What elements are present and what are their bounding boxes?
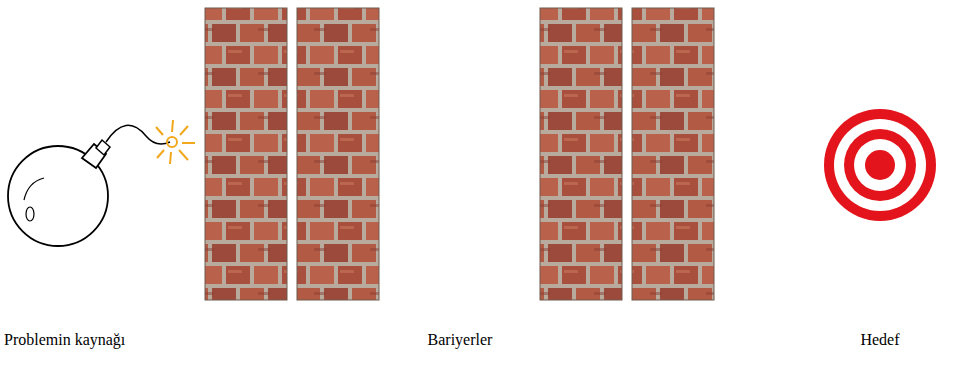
bomb-illustration: [8, 120, 195, 246]
caption-label: Hedef: [860, 330, 899, 349]
caption-label: Problemin kaynağı: [4, 330, 125, 349]
brick-walls: [205, 8, 714, 300]
caption-label: Bariyerler: [428, 330, 493, 349]
target-illustration: [824, 109, 936, 221]
